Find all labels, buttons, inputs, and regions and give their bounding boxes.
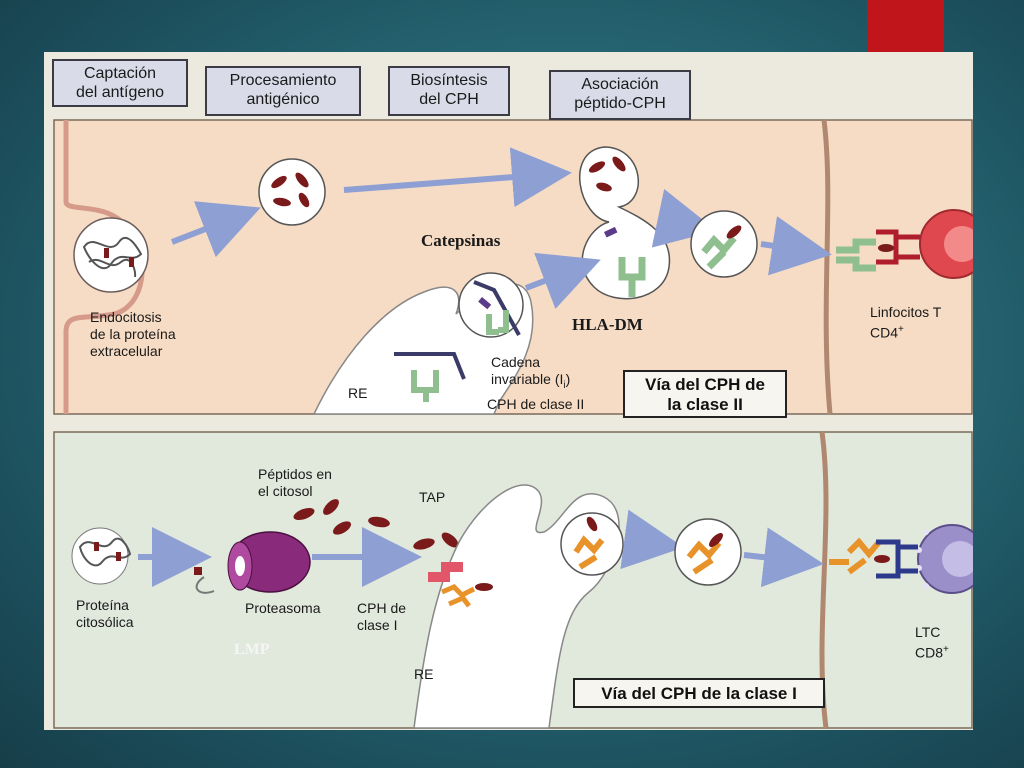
arrow-vesicle-to-fusion xyxy=(343,147,572,208)
label-ctl: LTC CD8+ xyxy=(915,624,949,662)
label-invariant-chain-text: Cadena invariable (I xyxy=(491,354,564,387)
class2-left-membrane xyxy=(63,120,145,414)
step-peptide-mhc-association: Asociación péptido-CPH xyxy=(549,70,691,120)
peptide-vesicle-1 xyxy=(258,158,326,226)
arrow-fusion-to-mature xyxy=(651,188,717,248)
mature-vesicle xyxy=(690,210,758,278)
step-antigen-uptake: Captación del antígeno xyxy=(52,59,188,107)
antigen-presentation-diagram: Captación del antígeno Procesamiento ant… xyxy=(44,52,973,730)
label-er-class1: RE xyxy=(414,666,434,682)
label-hla-dm: HLA-DM xyxy=(572,315,643,334)
diagram-drawing xyxy=(53,119,973,729)
class2-pathway-title: Vía del CPH de la clase II xyxy=(623,370,787,418)
label-mhc-class1: CPH de clase I xyxy=(357,600,407,633)
endocytosis-vesicle xyxy=(73,217,149,293)
arrow-to-surface-class2 xyxy=(760,216,832,276)
arrow-endocytosis-to-vesicle xyxy=(170,201,261,258)
label-invariant-chain: Cadena invariable (Ii) xyxy=(491,354,570,394)
label-ctl-text: LTC CD8 xyxy=(915,624,944,661)
label-invariant-chain-close: ) xyxy=(565,371,571,387)
step-mhc-biosynthesis: Biosíntesis del CPH xyxy=(388,66,510,116)
label-t-cells-text: Linfocitos T CD4 xyxy=(870,304,942,341)
label-cathepsins: Catepsinas xyxy=(421,231,501,250)
label-tap: TAP xyxy=(419,489,446,505)
label-endocytosis: Endocitosis de la proteína extracelular xyxy=(90,309,176,359)
accent-bar xyxy=(867,0,944,52)
arrow-to-surface-class1 xyxy=(743,527,824,588)
label-t-cells-sup: + xyxy=(898,324,904,335)
label-ctl-sup: + xyxy=(943,644,949,655)
class2-membrane xyxy=(821,119,833,415)
tap-transporter xyxy=(441,562,463,572)
label-proteasome: Proteasoma xyxy=(245,600,321,616)
arrow-er-to-golgi-class1 xyxy=(620,509,684,570)
step-antigen-processing: Procesamiento antigénico xyxy=(205,66,361,116)
label-lmp: LMP xyxy=(234,641,270,658)
arrow-er-to-fusion xyxy=(524,252,601,309)
class1-pathway-title: Vía del CPH de la clase I xyxy=(573,678,825,708)
label-invariant-chain-sub: i xyxy=(563,379,566,391)
label-t-cells: Linfocitos T CD4+ xyxy=(870,304,941,342)
label-cytosol-peptides: Péptidos en el citosol xyxy=(258,466,332,499)
label-er-class2: RE xyxy=(348,385,368,401)
label-mhc-class2: CPH de clase II xyxy=(487,396,585,412)
label-cytosolic-protein: Proteína citosólica xyxy=(76,597,134,630)
